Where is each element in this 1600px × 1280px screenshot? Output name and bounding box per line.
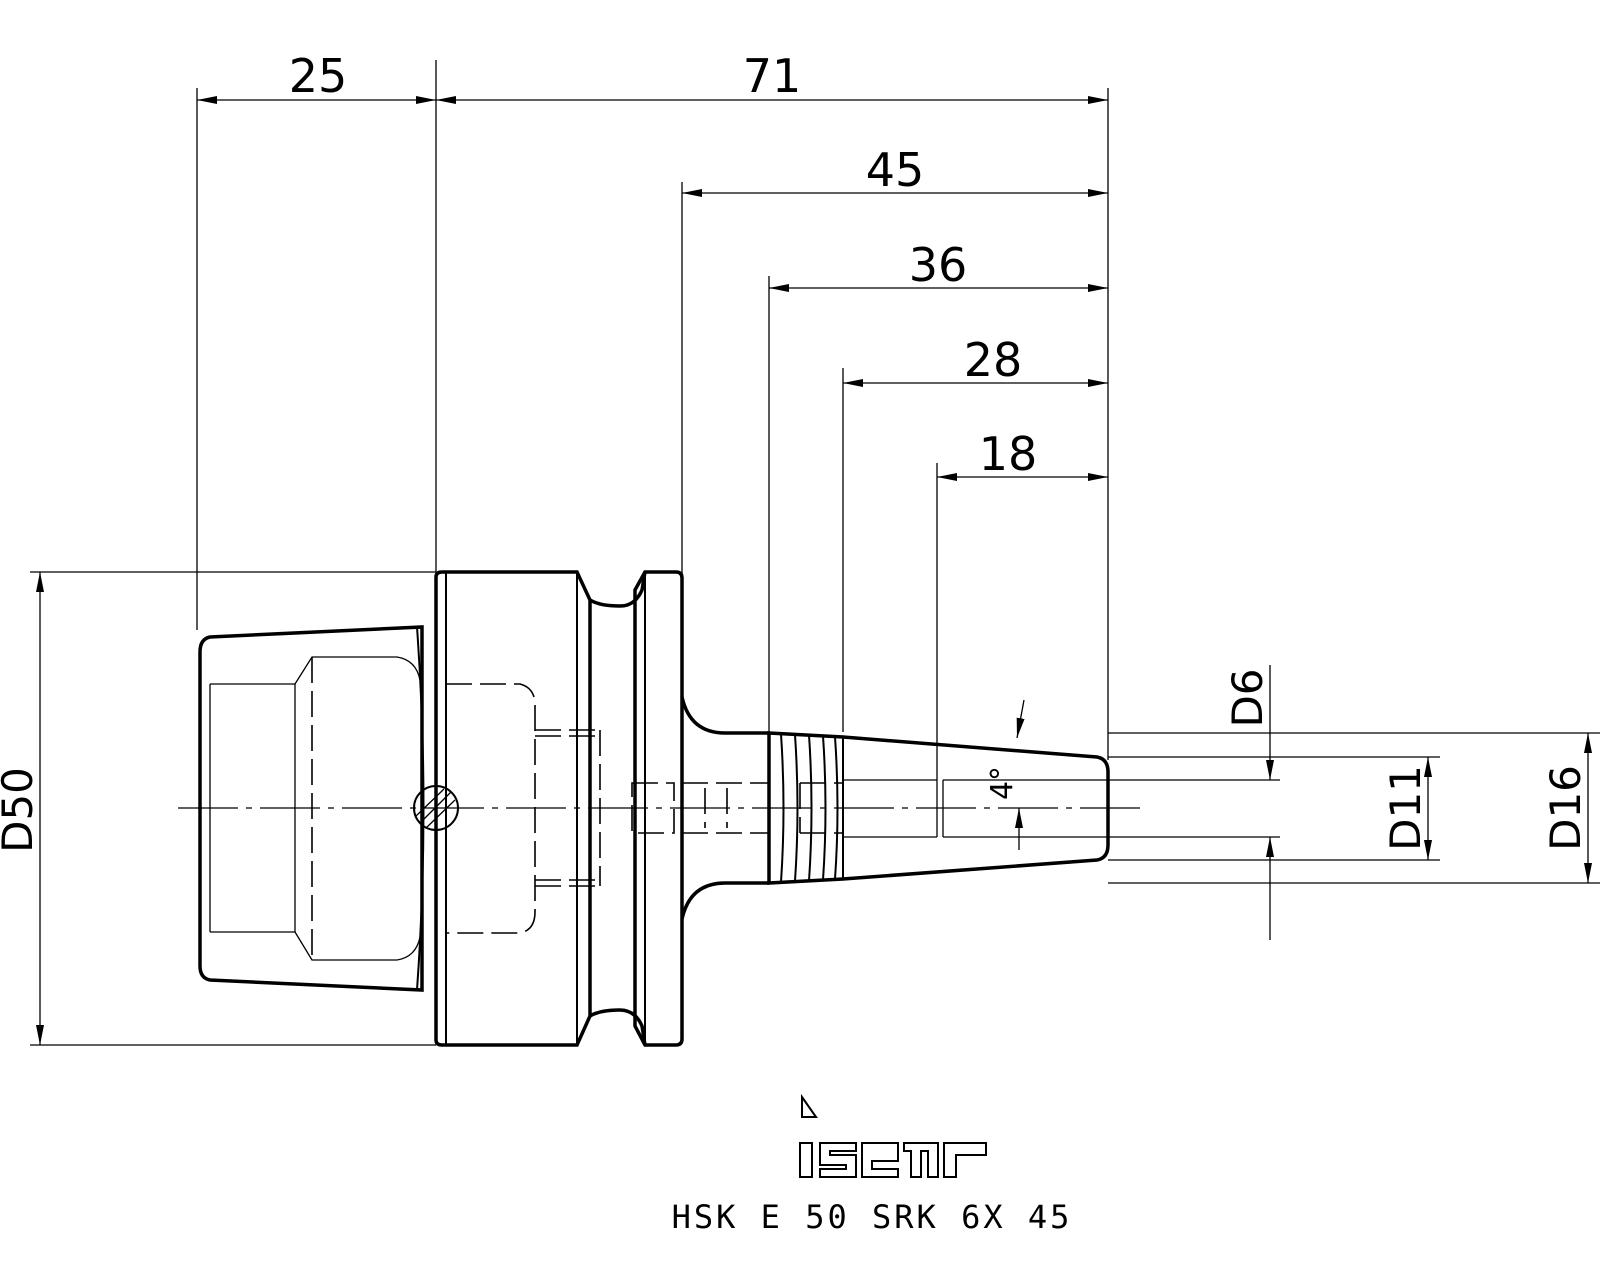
- iscar-logo-text: iscar: [892, 1172, 895, 1174]
- dim-25-label: 25: [289, 49, 348, 103]
- dim-45-label: 45: [866, 143, 925, 197]
- dim-71-label: 71: [743, 49, 802, 103]
- iscar-logo: iscar: [799, 1093, 987, 1178]
- angle-4-label: 4°: [985, 766, 1020, 800]
- diameter-dimension-lines: [36, 572, 1592, 1045]
- dim-d50-label: D50: [0, 767, 42, 853]
- dim-d11-label: D11: [1381, 765, 1430, 851]
- extension-lines: [30, 60, 1600, 1046]
- dim-36-label: 36: [909, 238, 968, 292]
- tool-holder-outline: [198, 570, 1110, 1047]
- part-number: HSK E 50 SRK 6X 45: [672, 1198, 1073, 1236]
- dim-28-label: 28: [964, 333, 1023, 387]
- dim-18-label: 18: [979, 427, 1038, 481]
- diameter-dimension-labels: D50 D6 D11 D16 4°: [0, 668, 1590, 852]
- length-dimension-lines: [197, 96, 1108, 481]
- length-dimension-labels: 25 71 45 36 28 18: [289, 49, 1038, 481]
- dim-d6-label: D6: [1223, 668, 1272, 727]
- dim-d16-label: D16: [1541, 765, 1590, 851]
